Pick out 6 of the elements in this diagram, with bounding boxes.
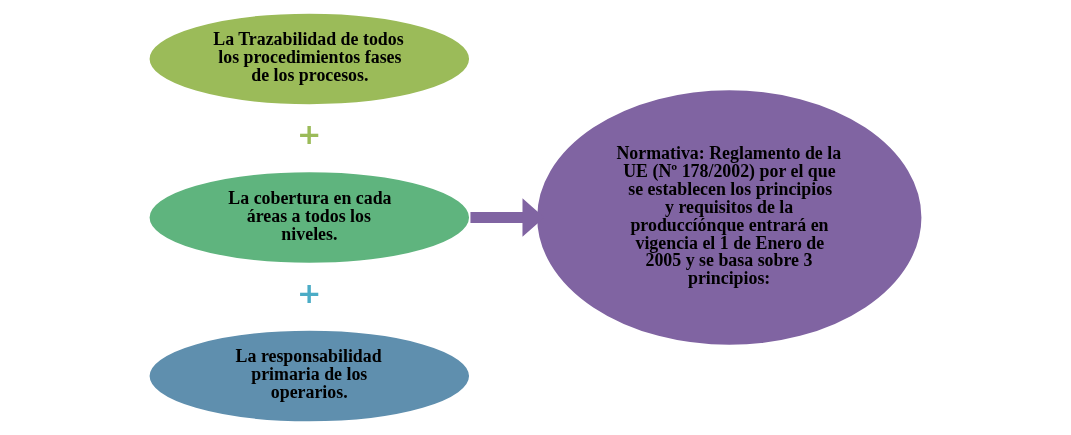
label: + [297, 117, 322, 152]
node-ellipse: Normativa: Reglamento de la UE (Nº 178/2002) por el que se establecen los principios y requisitos de la produccíónque entrará en vigencia el 1 de Enero de 2005 y se basa sobre 3 principios: [534, 87, 924, 348]
node-ellipse: La responsabilidad primaria de los operarios. [147, 328, 472, 424]
label: + [297, 275, 322, 310]
node-ellipse: La Trazabilidad de todos los procedimientos fases de los procesos. [147, 11, 472, 107]
node-ellipse: La cobertura en cada áreas a todos los niveles. [147, 170, 472, 265]
